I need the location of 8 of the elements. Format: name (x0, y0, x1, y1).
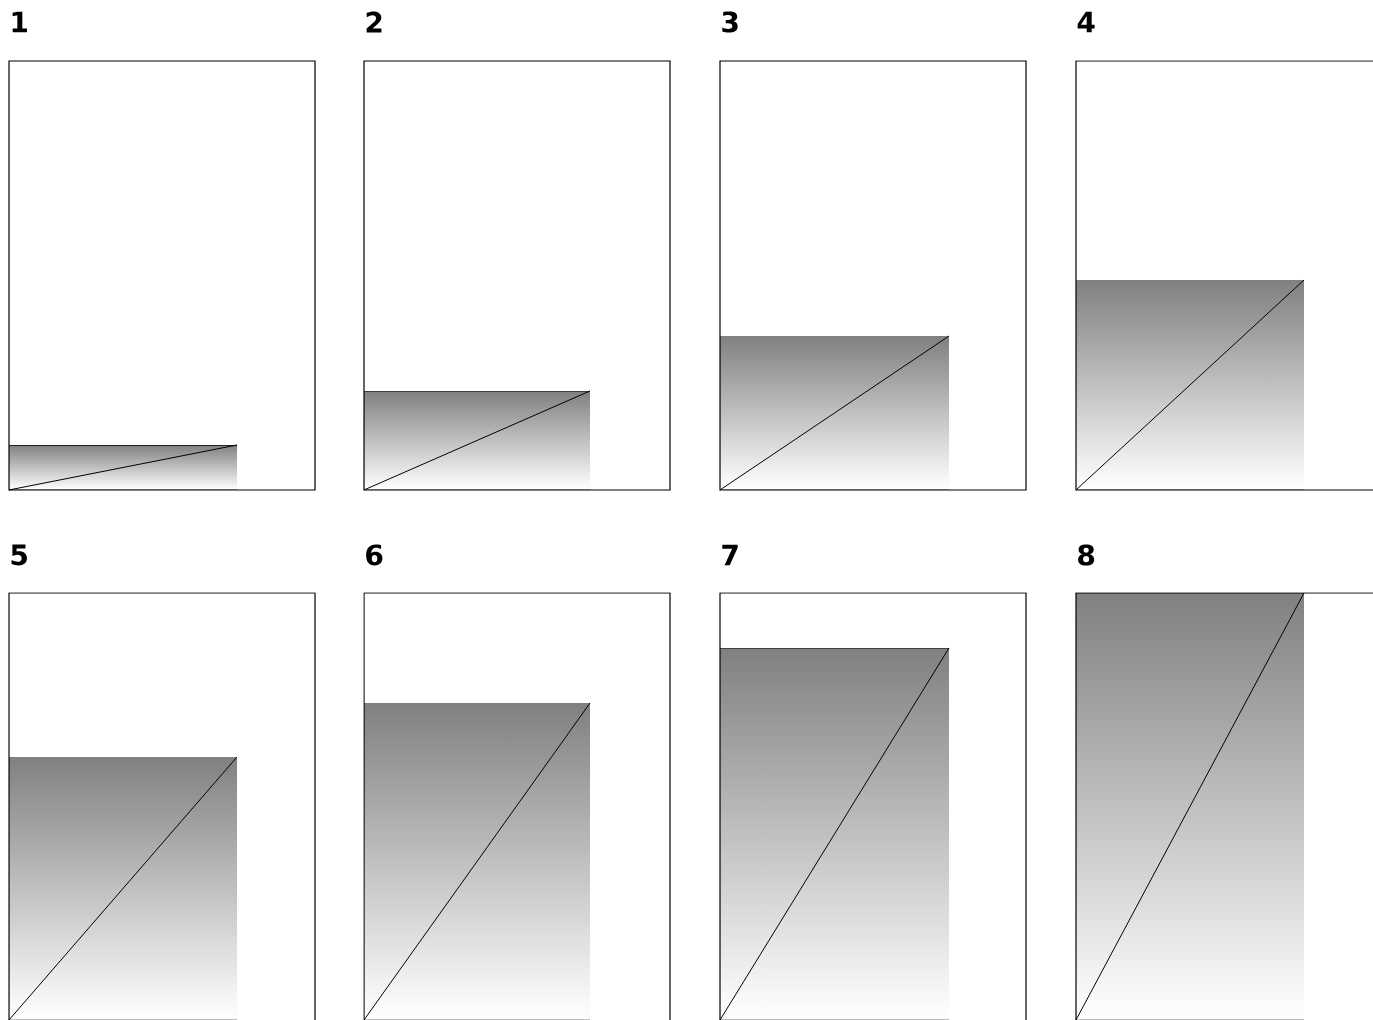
panel-number: 1 (12, 11, 27, 33)
panel-number: 7 (722, 544, 738, 566)
panel-number: 2 (366, 11, 382, 33)
panel-number: 3 (722, 11, 738, 33)
panel-number: 4 (1077, 11, 1095, 33)
panel-number: 6 (366, 544, 383, 566)
panel-number: 5 (11, 544, 27, 566)
panel-number: 8 (1078, 544, 1095, 566)
